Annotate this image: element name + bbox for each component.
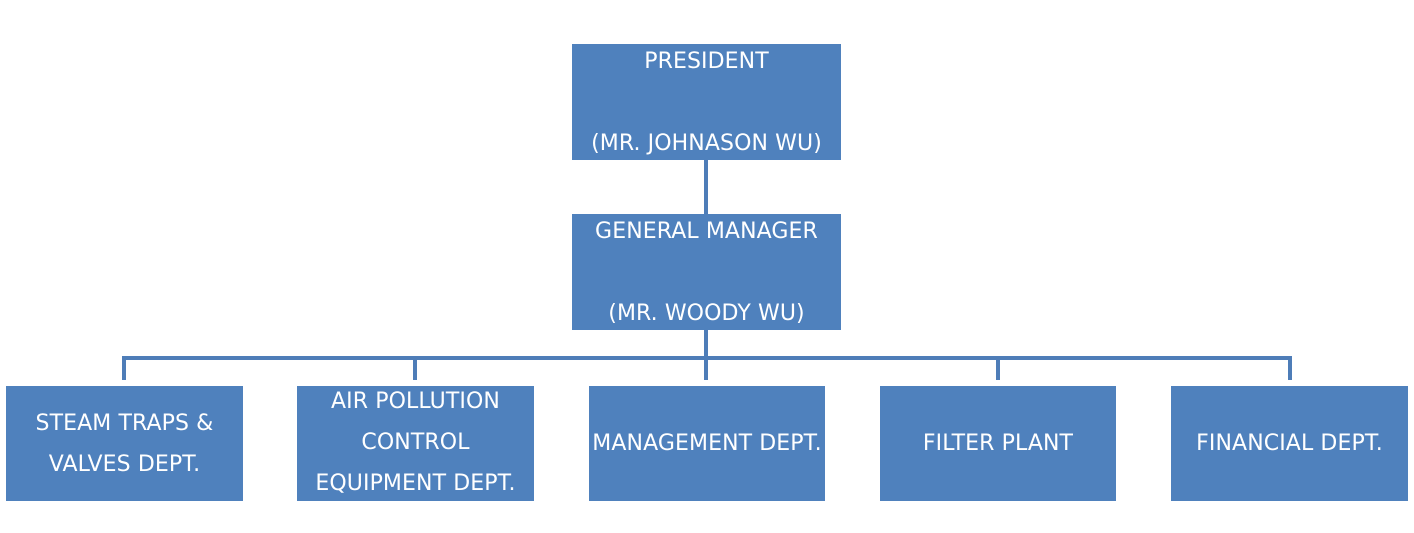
president-title: PRESIDENT bbox=[644, 48, 769, 74]
general-manager-name: (MR. WOODY WU) bbox=[608, 300, 805, 326]
connector-drop-financial bbox=[1288, 356, 1292, 380]
department-box-steam-traps: STEAM TRAPS & VALVES DEPT. bbox=[6, 386, 243, 501]
connector-drop-air bbox=[413, 356, 417, 380]
president-box: PRESIDENT (MR. JOHNASON WU) bbox=[572, 44, 841, 160]
department-label: FINANCIAL DEPT. bbox=[1196, 431, 1383, 456]
connector-president-to-gm bbox=[704, 160, 708, 214]
connector-horizontal-bus bbox=[122, 356, 1292, 360]
president-name: (MR. JOHNASON WU) bbox=[591, 130, 822, 156]
department-box-filter-plant: FILTER PLANT bbox=[880, 386, 1116, 501]
department-label: MANAGEMENT DEPT. bbox=[592, 431, 822, 456]
connector-gm-to-bus bbox=[704, 330, 708, 380]
department-box-air-pollution: AIR POLLUTION CONTROL EQUIPMENT DEPT. bbox=[297, 386, 534, 501]
general-manager-title: GENERAL MANAGER bbox=[595, 218, 818, 244]
department-label: STEAM TRAPS & VALVES DEPT. bbox=[35, 410, 214, 477]
general-manager-box: GENERAL MANAGER (MR. WOODY WU) bbox=[572, 214, 841, 330]
connector-drop-filter bbox=[996, 356, 1000, 380]
connector-drop-steam bbox=[122, 356, 126, 380]
department-box-financial: FINANCIAL DEPT. bbox=[1171, 386, 1408, 501]
department-box-management: MANAGEMENT DEPT. bbox=[589, 386, 825, 501]
department-label: AIR POLLUTION CONTROL EQUIPMENT DEPT. bbox=[315, 389, 516, 496]
department-label: FILTER PLANT bbox=[922, 431, 1074, 456]
